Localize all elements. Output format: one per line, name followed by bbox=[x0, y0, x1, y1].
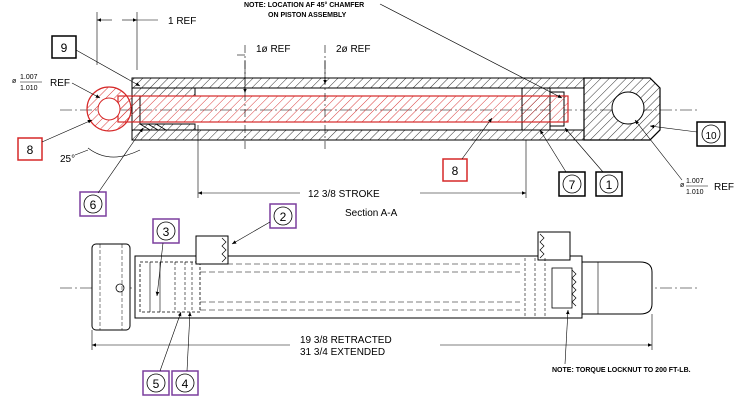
right-dia-prefix: ø bbox=[680, 182, 685, 189]
section-view: 1 REF 1ø REF 2ø REF NOTE: LOCATION AF 45… bbox=[12, 1, 734, 219]
balloon-9 bbox=[51, 35, 77, 59]
balloon-9-label: 9 bbox=[61, 41, 68, 55]
left-dia-leader bbox=[71, 82, 101, 99]
gland-hidden bbox=[139, 261, 201, 313]
barrel bbox=[134, 255, 583, 319]
balloon-6-label: 6 bbox=[90, 198, 97, 212]
right-dia-bottom: 1.010 bbox=[686, 189, 704, 196]
right-dia-suffix: REF bbox=[714, 182, 734, 193]
balloon-8-left-label: 8 bbox=[27, 143, 34, 157]
left-dia-bottom: 1.010 bbox=[20, 85, 38, 92]
balloons: 9 8 6 8 7 1 10 2 bbox=[17, 35, 726, 396]
gland-seals bbox=[139, 123, 167, 131]
balloon-8-left bbox=[17, 137, 43, 161]
balloon-10-label: 10 bbox=[705, 131, 717, 142]
balloon-2-label: 2 bbox=[280, 210, 287, 224]
dia2-label: 2ø REF bbox=[336, 44, 370, 55]
rod-eye-bore bbox=[97, 97, 121, 121]
torque-note: NOTE: TORQUE LOCKNUT TO 200 FT-LB. bbox=[552, 367, 691, 374]
angle-label: 25° bbox=[60, 154, 75, 165]
barrel-wall-bottom bbox=[131, 129, 585, 141]
balloon-3-label: 3 bbox=[163, 225, 170, 239]
retracted-label: 19 3/8 RETRACTED bbox=[300, 335, 392, 346]
dia1-label: 1ø REF bbox=[256, 44, 290, 55]
balloon-8-center bbox=[442, 158, 468, 182]
extended-label: 31 3/4 EXTENDED bbox=[300, 347, 385, 358]
piston-rod bbox=[117, 95, 569, 123]
balloon-4-label: 4 bbox=[182, 377, 189, 391]
chamfer-leader bbox=[379, 3, 563, 99]
balloon-5-label: 5 bbox=[153, 377, 160, 391]
locknut-hidden bbox=[551, 267, 573, 309]
left-dia-suffix: REF bbox=[50, 78, 70, 89]
rod-eye-body bbox=[91, 243, 131, 331]
torque-leader bbox=[564, 309, 570, 365]
balloon-1-label: 1 bbox=[606, 178, 613, 192]
left-dia-top: 1.007 bbox=[20, 74, 38, 81]
chamfer-note-line1: NOTE: LOCATION AF 45° CHAMFER bbox=[244, 1, 364, 9]
left-dia-prefix: ø bbox=[12, 78, 17, 85]
base-cap bbox=[581, 261, 653, 315]
right-dia-leader bbox=[634, 119, 683, 181]
port-fitting-left bbox=[195, 235, 229, 265]
assembly-view: 19 3/8 RETRACTED 31 3/4 EXTENDED NOTE: T… bbox=[60, 231, 700, 374]
ref1-label: 1 REF bbox=[168, 16, 196, 27]
angle-ext bbox=[74, 149, 89, 156]
port-fitting-right bbox=[537, 231, 571, 261]
balloon-8-center-label: 8 bbox=[452, 164, 459, 178]
right-dia-top: 1.007 bbox=[686, 178, 704, 185]
chamfer-note-line2: ON PISTON ASSEMBLY bbox=[268, 12, 347, 19]
base-pin-bore bbox=[611, 91, 645, 125]
barrel-wall-top bbox=[131, 77, 585, 89]
angle-arc bbox=[87, 147, 141, 158]
section-label: Section A-A bbox=[345, 208, 398, 219]
balloon-7-label: 7 bbox=[569, 178, 576, 192]
stroke-label: 12 3/8 STROKE bbox=[308, 189, 380, 200]
